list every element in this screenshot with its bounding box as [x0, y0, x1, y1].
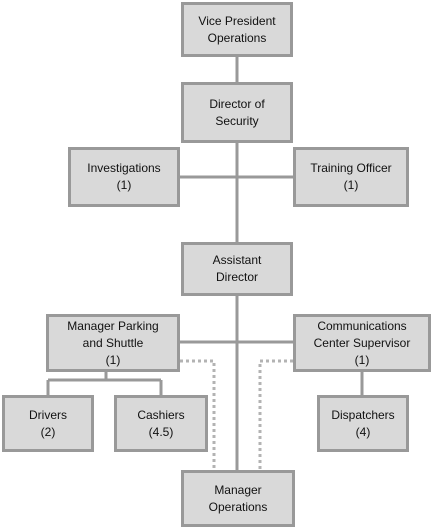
director-security-line-2: Security — [215, 113, 259, 128]
manager-operations-line-2: Operations — [208, 499, 268, 514]
communications-line-3: (1) — [354, 352, 370, 367]
drivers-line-1: Drivers — [29, 407, 67, 422]
assistant-director-line-1: Assistant — [212, 253, 262, 267]
investigations-box: Investigations (1) — [68, 147, 180, 207]
director-security-box: Director of Security — [181, 82, 293, 143]
manager-operations-box: Manager Operations — [181, 470, 295, 527]
drivers-box: Drivers (2) — [2, 395, 94, 452]
communications-line-1: Communications — [317, 318, 407, 333]
manager-parking-line-3: (1) — [105, 352, 121, 367]
manager-operations-line-1: Manager — [214, 482, 262, 497]
vp-operations-line-1: Vice President — [198, 13, 276, 28]
cashiers-line-2: (4.5) — [148, 424, 174, 439]
vp-operations-line-2: Operations — [207, 30, 267, 45]
communications-line-2: Center Supervisor — [313, 335, 411, 350]
cashiers-box: Cashiers (4.5) — [114, 395, 208, 452]
training-officer-line-2: (1) — [343, 178, 359, 192]
cashiers-line-1: Cashiers — [137, 407, 185, 422]
assistant-director-line-2: Director — [215, 270, 258, 284]
dispatchers-line-1: Dispatchers — [331, 407, 395, 422]
investigations-line-1: Investigations — [87, 161, 161, 175]
assistant-director-box: Assistant Director — [181, 242, 293, 296]
training-officer-line-1: Training Officer — [310, 161, 392, 175]
communications-supervisor-box: Communications Center Supervisor (1) — [293, 314, 431, 372]
director-security-line-1: Director of — [209, 96, 265, 111]
training-officer-box: Training Officer (1) — [293, 147, 409, 207]
manager-parking-line-1: Manager Parking — [67, 318, 159, 333]
dispatchers-box: Dispatchers (4) — [317, 395, 409, 452]
dotted-connector-comm-ops — [258, 359, 293, 470]
manager-parking-shuttle-box: Manager Parking and Shuttle (1) — [46, 314, 180, 372]
vp-operations-box: Vice President Operations — [181, 2, 293, 57]
drivers-line-2: (2) — [40, 424, 56, 439]
dispatchers-line-2: (4) — [355, 424, 371, 439]
manager-parking-line-2: and Shuttle — [82, 335, 144, 350]
investigations-line-2: (1) — [116, 178, 132, 192]
